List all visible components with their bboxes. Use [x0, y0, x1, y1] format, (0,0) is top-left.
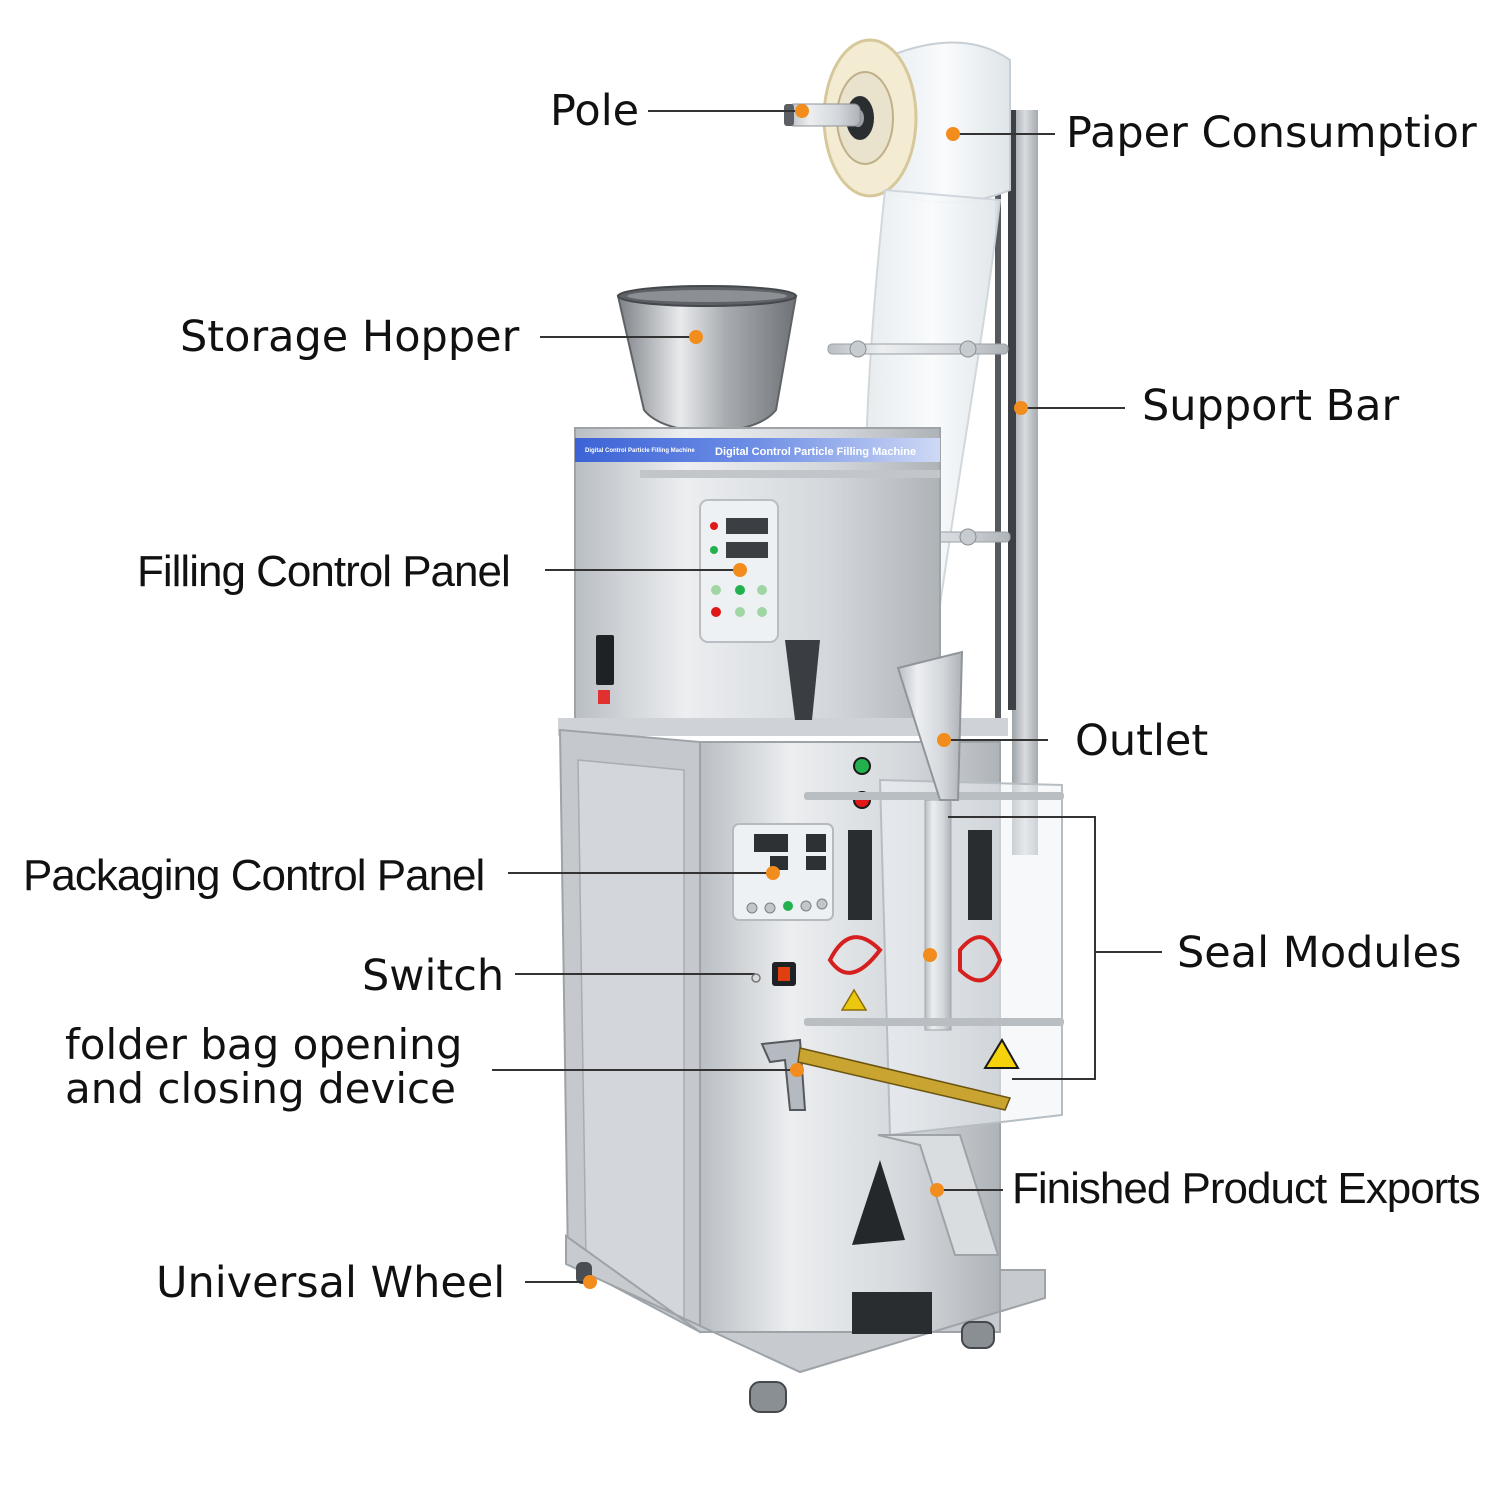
label-pole: Pole — [550, 86, 640, 136]
label-universal-wheel: Universal Wheel — [156, 1258, 506, 1308]
dot-packaging-panel — [766, 866, 780, 880]
leader-seal-modules — [948, 816, 1096, 1080]
dot-folder-bag — [790, 1063, 804, 1077]
dot-wheel — [583, 1275, 597, 1289]
dot-outlet — [937, 733, 951, 747]
dot-hopper — [689, 330, 703, 344]
pole — [784, 103, 861, 127]
label-seal-modules: Seal Modules — [1177, 928, 1462, 978]
dot-seal-modules — [923, 948, 937, 962]
label-storage-hopper: Storage Hopper — [180, 312, 520, 362]
leader-lines — [492, 110, 1162, 1283]
label-packaging-control-panel: Packaging Control Panel — [23, 851, 485, 900]
dot-pole — [795, 104, 809, 118]
outlet-funnel — [785, 640, 964, 801]
universal-wheels — [576, 1262, 995, 1413]
dot-exports — [930, 1183, 944, 1197]
label-folder-bag-line1: folder bag opening — [65, 1020, 463, 1069]
label-finished-product-exports: Finished Product Exports — [1012, 1164, 1481, 1213]
label-paper-consumption: Paper Consumptior — [1066, 108, 1477, 158]
power-switch — [772, 962, 796, 986]
folder-bag-device — [760, 1038, 1012, 1111]
machine-side-panel-text: Digital Control Particle Filling Machine — [585, 448, 695, 454]
machine-top-panel-text: Digital Control Particle Filling Machine — [715, 446, 916, 458]
storage-hopper — [616, 285, 798, 434]
callout-dots — [583, 104, 1028, 1289]
seal-modules-housing — [804, 778, 1064, 1137]
label-folder-bag-line2: and closing device — [65, 1064, 456, 1113]
dot-support-bar — [1014, 401, 1028, 415]
label-outlet: Outlet — [1075, 716, 1209, 766]
dot-paper — [946, 127, 960, 141]
dot-filling-panel — [733, 563, 747, 577]
label-support-bar: Support Bar — [1142, 381, 1400, 431]
support-bar — [995, 110, 1038, 855]
dot-switch — [751, 973, 761, 983]
label-filling-control-panel: Filling Control Panel — [137, 547, 511, 596]
base-plate — [565, 1234, 1046, 1374]
label-switch: Switch — [362, 951, 505, 1001]
